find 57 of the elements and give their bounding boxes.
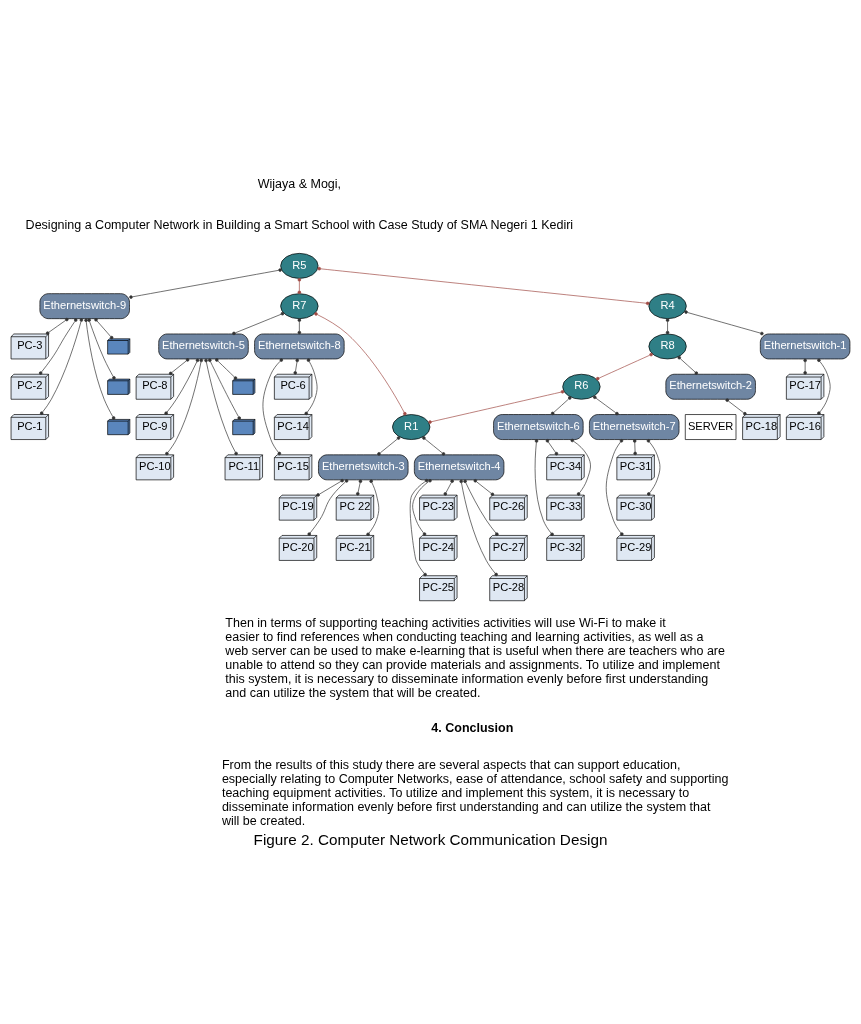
connector	[293, 358, 299, 375]
connector	[412, 478, 432, 536]
connector	[409, 478, 429, 576]
connector	[204, 358, 238, 455]
label: From the results of this study there are several aspects that can support education, especially relating to Computer Networks, ease of attendance, school safety and supporting teaching equipment activities. To utilize and implement this system, it is necessary to disseminate information evenly before first understanding and can utilize the system that will be created.	[221, 757, 729, 828]
connector	[545, 438, 559, 455]
connector	[316, 478, 344, 497]
connector	[356, 479, 363, 495]
label: 4. Conclusion	[431, 720, 514, 735]
connector	[550, 395, 572, 415]
connector	[646, 438, 661, 496]
connector	[428, 389, 565, 424]
node-box: Ethernetswitch-8	[254, 333, 345, 359]
connector	[45, 317, 69, 335]
connector	[570, 438, 591, 496]
connector	[377, 435, 401, 456]
connector	[422, 435, 446, 456]
connector	[39, 317, 84, 415]
connector	[87, 317, 116, 380]
connector	[164, 358, 200, 415]
connector	[262, 357, 284, 455]
label: Then in terms of supporting teaching activities activities will use Wi-Fi to make it easier to find references when conducting teaching and learning activities, as well as a web server can be used to make e-learning that is useful when there are teachers who are unable to attend so they can provide materials and assignments. To utilize and implement this system, it is necessary to disseminate information evenly before first understanding and can utilize the system that will be created.	[225, 615, 725, 700]
connector	[84, 318, 116, 420]
connector	[215, 357, 238, 380]
connector	[463, 479, 499, 536]
connector	[314, 311, 407, 415]
connector	[366, 479, 380, 536]
connector	[297, 317, 302, 334]
connector	[208, 358, 241, 420]
connector	[307, 478, 349, 536]
connector	[534, 438, 554, 536]
connector	[677, 355, 699, 375]
connector	[317, 266, 650, 305]
connector	[443, 478, 454, 496]
connector	[165, 358, 203, 455]
connector	[459, 479, 498, 576]
connector	[94, 317, 114, 339]
label: Designing a Computer Network in Building a Smart School with Case Study of SMA Negeri 1 Kediri	[25, 217, 574, 232]
connector	[129, 267, 282, 299]
connector	[725, 397, 747, 415]
connector	[803, 358, 807, 375]
connector	[304, 357, 318, 415]
connector	[473, 478, 495, 496]
connector	[684, 309, 764, 335]
connector	[596, 352, 653, 380]
connector	[38, 317, 78, 375]
connector	[665, 317, 670, 334]
caption: Figure 2. Computer Network Communication Design	[253, 830, 608, 848]
connector	[232, 311, 285, 335]
connector	[593, 395, 619, 415]
connector	[632, 438, 637, 455]
connector	[817, 358, 831, 415]
connector	[605, 438, 624, 536]
connector	[297, 277, 302, 294]
connector	[168, 357, 190, 375]
label: Wijaya & Mogi,	[257, 176, 342, 191]
node-box: SERVER	[684, 413, 737, 440]
